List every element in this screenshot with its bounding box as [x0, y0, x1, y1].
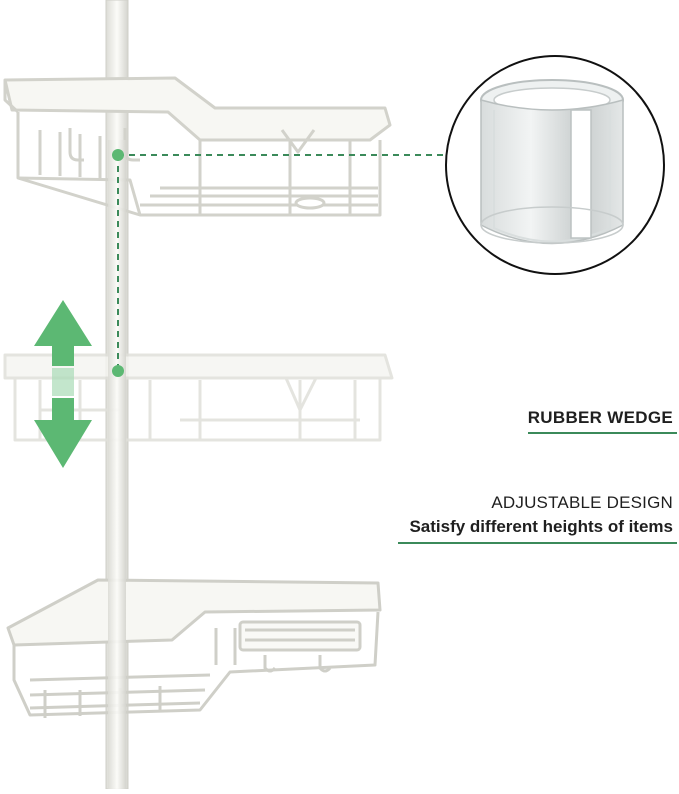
bottom-shelf: [6, 578, 382, 718]
up-down-arrow-icon: [34, 300, 92, 468]
callout-lines: [117, 154, 460, 370]
adjustable-design-label: ADJUSTABLE DESIGN: [491, 493, 673, 512]
rubber-wedge-label: RUBBER WEDGE: [527, 408, 673, 427]
callout-dot-middle: [112, 365, 124, 377]
heights-caption: Satisfy different heights of items: [409, 517, 673, 536]
middle-shelf-ghost: [3, 353, 394, 442]
rubber-wedge-underline: [528, 432, 677, 434]
callout-dot-top: [112, 149, 124, 161]
rubber-wedge-zoom: [445, 55, 665, 275]
adjustable-design-underline: [398, 542, 677, 544]
top-shelf: [3, 76, 392, 217]
